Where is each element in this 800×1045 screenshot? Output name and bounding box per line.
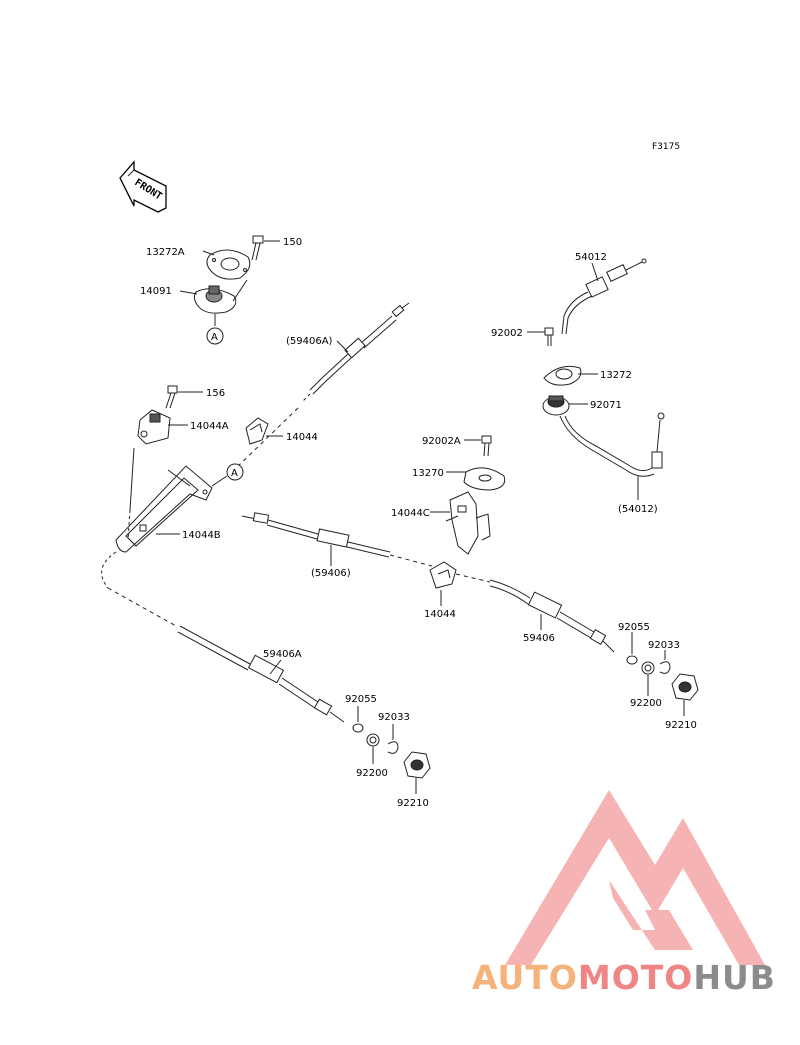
label-92200-left: 92200 (356, 768, 388, 779)
label-59406: 59406 (523, 633, 555, 644)
front-arrow-icon: FRONT (119, 160, 167, 213)
bolt-92002a-shape (481, 435, 492, 457)
bolt-92002-shape (544, 327, 554, 346)
gasket-13270-shape (463, 467, 506, 491)
label-59406a: 59406A (263, 649, 302, 660)
label-13272: 13272 (600, 370, 632, 381)
label-59406-paren: (59406) (311, 568, 351, 579)
label-14044c: 14044C (391, 508, 430, 519)
cable-59406a-lower-shape (177, 625, 345, 723)
label-92002a: 92002A (422, 436, 461, 447)
label-54012-paren: (54012) (618, 504, 658, 515)
label-14044b: 14044B (182, 530, 221, 541)
dashed-routing-upper (233, 407, 299, 471)
label-92055-right: 92055 (618, 622, 650, 633)
ref-a-upper-icon (206, 327, 224, 345)
cable-59406-lower-right-shape (489, 579, 615, 653)
label-14044-lower: 14044 (424, 609, 456, 620)
label-54012: 54012 (575, 252, 607, 263)
automotohub-logo-icon (505, 790, 765, 965)
fitting-14091-shape (193, 285, 237, 314)
label-92071: 92071 (590, 400, 622, 411)
lockwasher-92033-right-shape (659, 661, 671, 674)
svg-text:A: A (231, 468, 238, 479)
grommet-92071-shape (542, 395, 570, 416)
washer-92200-right-shape (641, 661, 655, 675)
automotohub-watermark: AUTOMOTOHUB (472, 958, 776, 997)
label-150: 150 (283, 237, 302, 248)
nut-92210-right-shape (671, 673, 699, 701)
washer-92200-left-shape (366, 733, 380, 747)
oring-92055-right-shape (626, 655, 638, 665)
cable-54012-upper-shape (561, 258, 647, 335)
clamp-14044-upper-shape (245, 417, 269, 445)
oring-92055-left-shape (352, 723, 364, 733)
label-59406a-upper: (59406A) (286, 336, 333, 347)
bracket-14044b-shape (115, 465, 213, 553)
label-92055-left: 92055 (345, 694, 377, 705)
label-13272a: 13272A (146, 247, 185, 258)
clamp-14044-lower-shape (429, 561, 457, 589)
cable-54012-lower-shape (559, 412, 665, 477)
diagram-code: F3175 (652, 142, 680, 152)
label-156: 156 (206, 388, 225, 399)
gasket-13272a-shape (206, 249, 251, 280)
label-92033-left: 92033 (378, 712, 410, 723)
label-92033-right: 92033 (648, 640, 680, 651)
label-14044a: 14044A (190, 421, 229, 432)
label-92002: 92002 (491, 328, 523, 339)
label-92210-right: 92210 (665, 720, 697, 731)
cable-59406-middle-shape (241, 512, 391, 558)
label-92200-right: 92200 (630, 698, 662, 709)
ref-a-lower-icon (226, 463, 244, 481)
label-13270: 13270 (412, 468, 444, 479)
bracket-14044c-shape (449, 491, 491, 555)
bolt-156-shape (165, 385, 178, 409)
gasket-13272-shape (543, 365, 582, 386)
cable-59406a-upper-shape (301, 302, 410, 403)
bracket-14044a-shape (137, 409, 171, 445)
lockwasher-92033-left-shape (387, 741, 399, 754)
svg-text:A: A (211, 332, 218, 343)
nut-92210-left-shape (403, 751, 431, 779)
label-14091: 14091 (140, 286, 172, 297)
bolt-150-shape (251, 235, 264, 261)
label-92210-left: 92210 (397, 798, 429, 809)
label-14044-upper: 14044 (286, 432, 318, 443)
